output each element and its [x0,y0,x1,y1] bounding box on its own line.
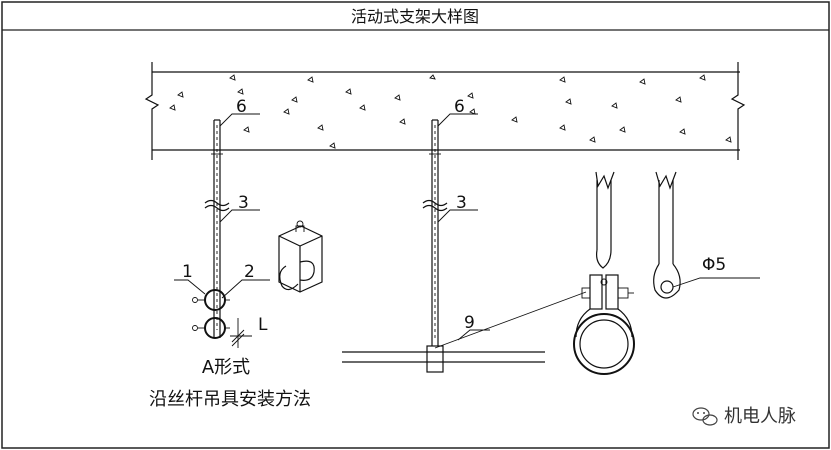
label-center-3: 3 [456,193,467,213]
pipe-hanger [573,171,635,375]
drawing-title: 活动式支架大样图 [351,7,479,26]
concrete-slab [144,62,746,160]
left-hanger-rod [204,119,230,338]
dimension-l [230,318,252,348]
rod-clips [192,289,230,339]
strap-detail [653,171,681,299]
center-hanger-rod [422,119,448,373]
watermark-text: 机电人脉 [724,406,796,427]
clip-detail [278,220,323,293]
label-center-6: 6 [454,97,465,117]
watermark: 机电人脉 [692,406,796,427]
label-left-3: 3 [238,193,249,213]
leader-9 [434,291,587,349]
leader-2 [221,279,270,299]
label-2: 2 [244,262,255,282]
label-1: 1 [182,262,193,282]
leader-phi5 [672,277,760,288]
caption-form-a: A形式 [202,357,250,378]
label-left-6: 6 [236,97,247,117]
leader-1 [174,279,206,295]
leader-center-3 [437,209,478,223]
wechat-icon [692,407,718,426]
caption-method: 沿丝杆吊具安装方法 [149,389,311,410]
concrete-aggregate [169,74,732,149]
leader-left-6 [219,113,260,127]
leader-9-tail [457,329,490,341]
leader-left-3 [219,209,260,223]
label-9: 9 [464,313,475,333]
leader-center-6 [437,113,478,127]
label-phi5: Φ5 [702,255,726,275]
label-l: L [258,315,268,335]
